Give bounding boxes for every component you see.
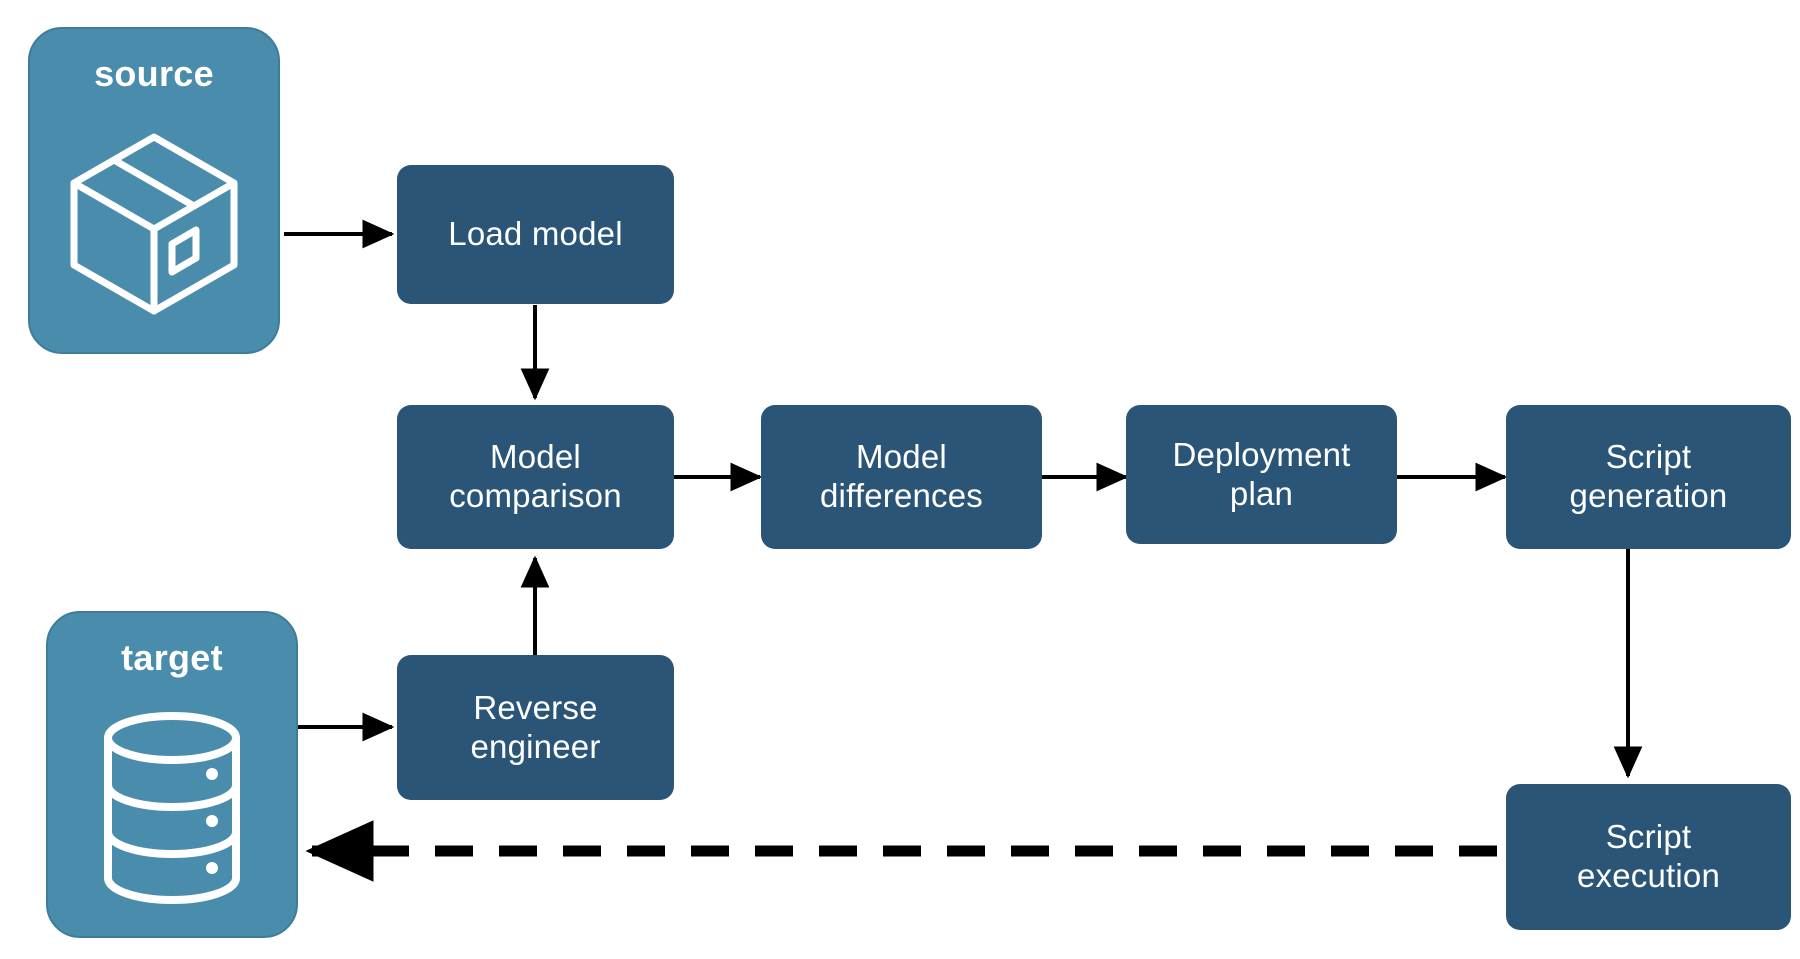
process-model-differences-label: Model differences: [819, 438, 984, 514]
process-script-generation[interactable]: Script generation: [1506, 405, 1791, 549]
database-cylinder-icon: [48, 679, 296, 936]
process-script-execution[interactable]: Script execution: [1506, 784, 1791, 930]
process-reverse-engineer[interactable]: Reverse engineer: [397, 655, 674, 800]
endpoint-source[interactable]: source: [28, 27, 280, 354]
process-model-differences[interactable]: Model differences: [761, 405, 1042, 549]
endpoint-target-label: target: [121, 637, 223, 678]
process-load-model[interactable]: Load model: [397, 165, 674, 304]
endpoint-source-label: source: [94, 53, 214, 94]
process-model-comparison-label: Model comparison: [449, 438, 622, 514]
process-load-model-label: Load model: [448, 215, 623, 253]
process-deployment-plan-label: Deployment plan: [1172, 435, 1351, 512]
endpoint-target[interactable]: target: [46, 611, 298, 938]
process-script-execution-label: Script execution: [1576, 818, 1721, 894]
process-reverse-engineer-label: Reverse engineer: [470, 688, 601, 765]
process-model-comparison[interactable]: Model comparison: [397, 405, 674, 549]
process-script-generation-label: Script generation: [1569, 438, 1728, 514]
package-box-icon: [30, 95, 278, 352]
process-deployment-plan[interactable]: Deployment plan: [1126, 405, 1397, 544]
